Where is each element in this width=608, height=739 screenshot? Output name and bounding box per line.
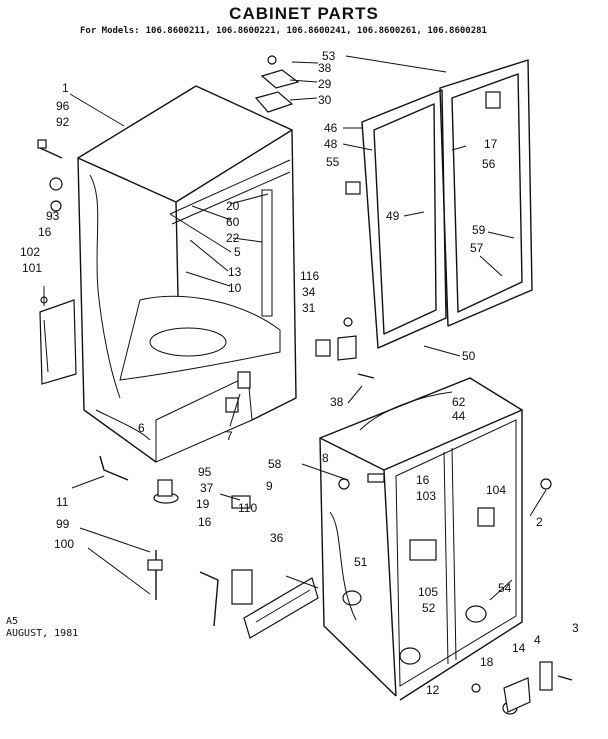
callout-51: 51 [354, 555, 368, 569]
callout-54: 54 [498, 581, 512, 595]
callout-95: 95 [198, 465, 212, 479]
callout-16-liner: 16 [416, 473, 430, 487]
callout-53: 53 [322, 49, 336, 63]
callout-36: 36 [270, 531, 284, 545]
model-list-label: For Models: [80, 26, 140, 36]
upper-cabinet-drawing [77, 85, 297, 463]
callout-31: 31 [302, 301, 316, 315]
door-frames-drawing [345, 59, 533, 349]
callout-14: 14 [512, 641, 526, 655]
callout-104: 104 [486, 483, 506, 497]
callout-56: 56 [482, 157, 496, 171]
callout-50: 50 [462, 349, 476, 363]
left-hardware-drawing [37, 139, 77, 385]
callout-62: 62 [452, 395, 466, 409]
callout-19: 19 [196, 497, 210, 511]
callout-34: 34 [302, 285, 316, 299]
callout-9: 9 [266, 479, 273, 493]
callout-38-lower: 38 [330, 395, 344, 409]
callout-52: 52 [422, 601, 436, 615]
callout-44: 44 [452, 409, 466, 423]
callout-13: 13 [228, 265, 242, 279]
callout-5: 5 [234, 245, 241, 259]
model-list: For Models: 106.8600211, 106.8600221, 106… [80, 26, 487, 36]
callout-16: 16 [38, 225, 52, 239]
top-hinge-drawing [254, 55, 300, 113]
revision-date: AUGUST, 1981 [6, 628, 79, 639]
callout-2: 2 [536, 515, 543, 529]
callout-49: 49 [386, 209, 400, 223]
callout-8: 8 [322, 451, 329, 465]
callout-38-hinge: 38 [318, 61, 332, 75]
callout-46: 46 [324, 121, 338, 135]
revision-footer: A5 AUGUST, 1981 [6, 616, 78, 640]
callout-59: 59 [472, 223, 486, 237]
callout-30: 30 [318, 93, 332, 107]
callout-102: 102 [20, 245, 40, 259]
callout-93: 93 [46, 209, 60, 223]
diagram-title: CABINET PARTS [229, 4, 379, 23]
callout-4: 4 [534, 633, 541, 647]
door-stop-bracket-drawing [315, 317, 375, 379]
callout-12: 12 [426, 683, 440, 697]
callout-110: 110 [238, 501, 257, 515]
model-numbers: 106.8600211, 106.8600221, 106.8600241, 1… [145, 26, 487, 36]
callout-92: 92 [56, 115, 70, 129]
callout-17: 17 [484, 137, 498, 151]
callout-99: 99 [56, 517, 70, 531]
callout-55: 55 [326, 155, 340, 169]
callout-18: 18 [480, 655, 494, 669]
callout-7: 7 [226, 429, 233, 443]
callout-1: 1 [62, 81, 69, 95]
callout-105: 105 [418, 585, 438, 599]
callout-3: 3 [572, 621, 579, 635]
callout-101: 101 [22, 261, 42, 275]
callout-11: 11 [56, 495, 69, 509]
callout-58: 58 [268, 457, 282, 471]
revision-code: A5 [6, 616, 19, 627]
callout-22: 22 [226, 231, 240, 245]
callout-16-lower: 16 [198, 515, 212, 529]
lower-left-hardware-drawing [99, 455, 319, 639]
callout-10: 10 [228, 281, 242, 295]
callout-116: 116 [300, 269, 319, 283]
lower-right-hardware-drawing [338, 478, 573, 715]
callout-48: 48 [324, 137, 338, 151]
callout-57: 57 [470, 241, 484, 255]
callout-29: 29 [318, 77, 332, 91]
lower-cabinet-drawing [319, 377, 523, 701]
callout-60: 60 [226, 215, 240, 229]
callout-leader-lines [43, 55, 547, 601]
callout-96: 96 [56, 99, 70, 113]
callout-37: 37 [200, 481, 214, 495]
callout-100: 100 [54, 537, 74, 551]
callout-labels: 1 96 92 93 16 102 101 6 7 11 99 100 95 3… [20, 49, 579, 697]
callout-6: 6 [138, 421, 145, 435]
callout-20: 20 [226, 199, 240, 213]
callout-103: 103 [416, 489, 436, 503]
